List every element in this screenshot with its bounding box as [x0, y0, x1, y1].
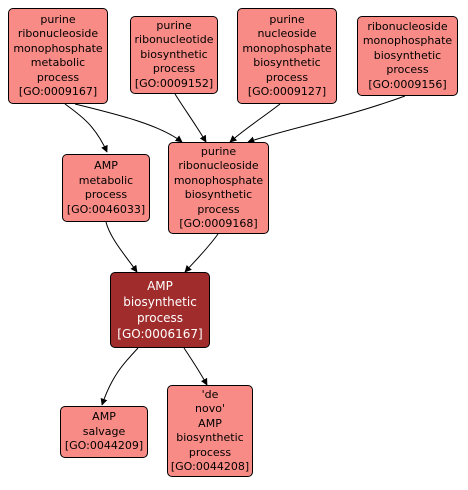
node-go-0009167[interactable]: purine ribonucleoside monophosphate meta…	[8, 8, 108, 104]
node-line: process	[386, 63, 429, 77]
edge-9156-to-9168	[247, 95, 406, 144]
node-line: biosynthetic	[176, 431, 244, 444]
node-go-id: [GO:0006167]	[117, 327, 203, 341]
node-go-0009168[interactable]: purine ribonucleoside monophosphate bios…	[168, 142, 269, 234]
node-go-0009156[interactable]: ribonucleoside monophosphate biosyntheti…	[357, 16, 458, 96]
node-line: biosynthetic	[253, 56, 321, 69]
node-go-id: [GO:0009152]	[134, 76, 214, 90]
node-line: process	[36, 70, 80, 84]
node-go-0044208[interactable]: 'de novo' AMP biosynthetic process [GO:0…	[167, 385, 253, 477]
node-line: ribonucleoside	[367, 19, 448, 33]
edge-6167-to-44208	[183, 347, 208, 386]
node-go-id: [GO:0009167]	[18, 85, 98, 98]
node-line: metabolic	[30, 56, 86, 69]
node-go-id: [GO:0009156]	[368, 77, 447, 91]
node-line: monophosphate	[242, 41, 332, 55]
node-line: process	[136, 311, 184, 325]
node-go-0009152[interactable]: purine ribonucleotide biosynthetic proce…	[130, 16, 218, 94]
node-line: purine	[40, 12, 76, 26]
node-line: biosynthetic	[184, 188, 253, 201]
node-line: purine	[269, 12, 305, 26]
node-line: monophosphate	[362, 34, 453, 48]
node-line: metabolic	[78, 173, 134, 187]
node-go-id: [GO:0044209]	[64, 439, 144, 453]
node-go-id: [GO:0009127]	[247, 85, 327, 98]
node-go-id: [GO:0046033]	[66, 202, 146, 216]
node-line: biosynthetic	[123, 295, 197, 309]
node-line: AMP	[198, 416, 222, 430]
node-line: ribonucleoside	[178, 159, 259, 172]
node-line: nucleoside	[257, 27, 317, 40]
node-line: monophosphate	[173, 173, 264, 187]
node-line: biosynthetic	[373, 48, 442, 62]
node-line: 'de	[201, 387, 219, 401]
node-line: novo'	[195, 402, 225, 415]
edge-9152-to-9168	[174, 93, 207, 143]
edge-9167-to-9168	[74, 103, 183, 143]
edge-46033-to-6167	[105, 221, 138, 273]
node-go-id: [GO:0044208]	[170, 460, 250, 473]
node-line: monophosphate	[13, 41, 103, 55]
node-go-id: [GO:0009168]	[179, 217, 258, 230]
node-go-0009127[interactable]: purine nucleoside monophosphate biosynth…	[237, 8, 337, 104]
node-line: process	[84, 188, 128, 201]
node-go-0006167-focus[interactable]: AMP biosynthetic process [GO:0006167]	[110, 272, 210, 348]
node-line: purine	[200, 144, 237, 158]
node-line: AMP	[92, 410, 116, 424]
node-line: AMP	[94, 159, 118, 172]
edge-9167-to-46033	[64, 103, 108, 153]
node-line: ribonucleotide	[134, 33, 214, 47]
edge-6167-to-44209	[100, 347, 139, 406]
node-line: process	[152, 62, 196, 76]
node-go-0044209[interactable]: AMP salvage [GO:0044209]	[60, 406, 148, 458]
node-line: purine	[156, 18, 192, 32]
node-go-0046033[interactable]: AMP metabolic process [GO:0046033]	[62, 154, 150, 222]
node-line: process	[265, 70, 309, 84]
node-line: process	[197, 202, 240, 216]
node-line: AMP	[147, 279, 173, 293]
edge-9127-to-9168	[229, 103, 281, 143]
node-line: ribonucleoside	[17, 27, 99, 40]
node-line: biosynthetic	[140, 47, 208, 61]
node-line: process	[188, 445, 232, 459]
node-line: salvage	[82, 424, 126, 438]
edge-9168-to-6167	[184, 233, 219, 273]
